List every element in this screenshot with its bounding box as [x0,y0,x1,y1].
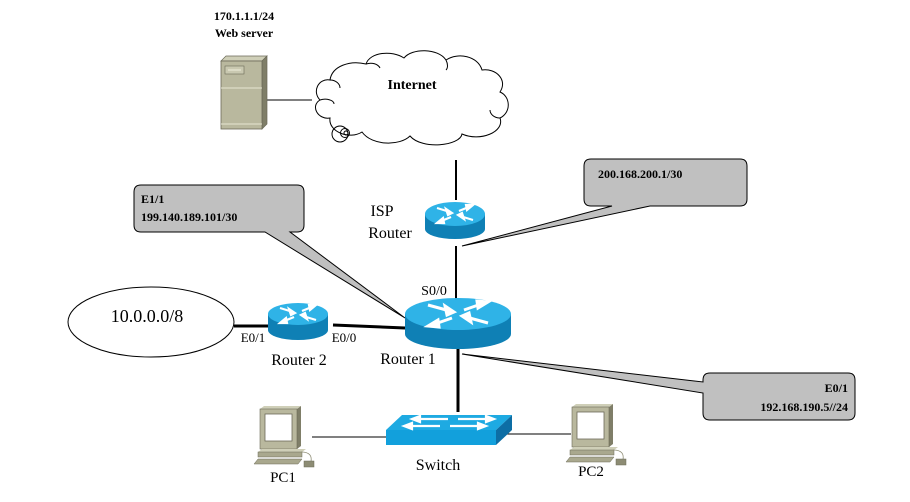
callout-e0-1-ip: 192.168.190.5//24 [760,400,848,414]
router1-icon[interactable] [405,298,511,349]
router2-label: Router 2 [271,352,327,369]
callout-isp-link: 200.168.200.1/30 [461,158,748,247]
callout-e0-1-interface: E0/1 [825,381,848,395]
isp-router-label-line1: ISP [370,203,393,220]
link-router2-router1 [332,323,406,330]
pc1-label: PC1 [270,470,296,486]
cloud-icon[interactable] [315,50,509,146]
switch-label: Switch [416,457,460,474]
internet-label: Internet [388,78,437,93]
network-ellipse-label: 10.0.0.0/8 [111,306,184,326]
links [234,99,571,438]
pc2-icon[interactable] [565,404,627,466]
callout-e1-1-ip: 199.140.189.101/30 [141,210,237,224]
network-ellipse[interactable] [67,286,235,358]
router1-s0-0-label: S0/0 [421,284,447,299]
callout-e1-1-interface: E1/1 [141,192,164,206]
pc2-label: PC2 [578,464,604,480]
callout-e0-1: E0/1 192.168.190.5//24 [461,353,856,421]
router2-e0-0-label: E0/0 [332,330,357,345]
isp-router-icon[interactable] [425,202,485,239]
isp-router-label-line2: Router [368,225,412,242]
callout-isp-link-ip: 200.168.200.1/30 [598,167,682,181]
web-server-label: Web server [215,26,274,40]
callout-e1-1: E1/1 199.140.189.101/30 [133,184,406,319]
router1-label: Router 1 [380,351,436,368]
server-icon[interactable] [220,55,268,130]
router2-icon[interactable] [268,303,328,340]
router2-e0-1-label: E0/1 [241,330,266,345]
web-server-ip: 170.1.1.1/24 [214,9,274,23]
switch-icon[interactable] [386,414,512,445]
pc1-icon[interactable] [253,406,315,468]
